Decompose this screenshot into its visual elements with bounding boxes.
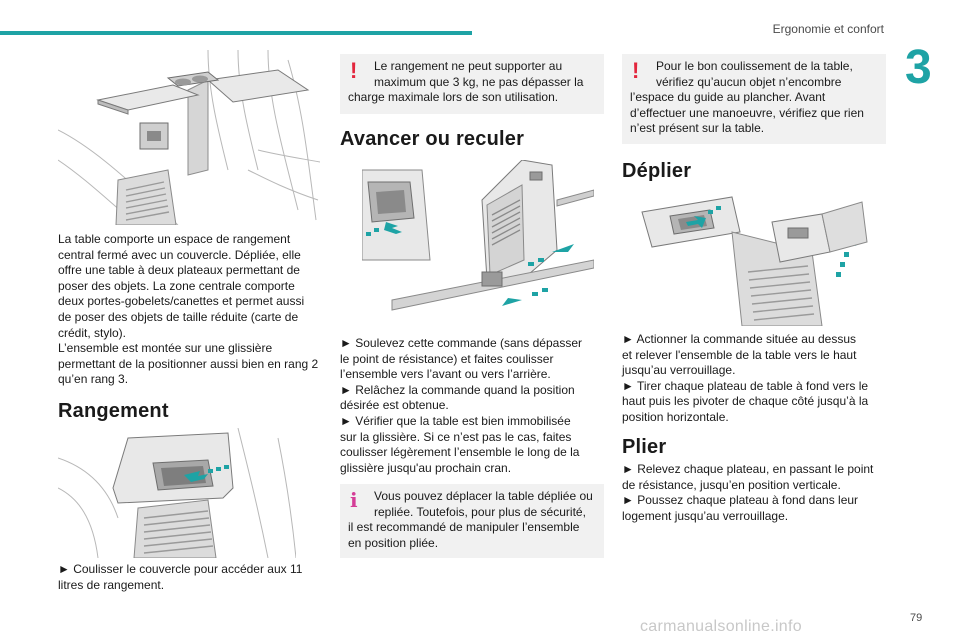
text-line: La table comporte un espace de rangement <box>58 232 291 246</box>
text-line: Vous pouvez déplacer la table dépliée ou <box>374 489 593 503</box>
text-line: ► Soulevez cette commande (sans dépasser <box>340 336 582 350</box>
text-line: glissière jusqu'au prochain cran. <box>340 460 512 475</box>
text-line: sur la glissière. Si ce n’est pas le cas… <box>340 429 572 444</box>
warning-box-load: ! Le rangement ne peut supporter au maxi… <box>340 54 604 114</box>
text-line: l’ensemble vers l’avant ou vers l’arrièr… <box>340 367 551 382</box>
text-line: charge maximale lors de son utilisation. <box>348 90 559 105</box>
text-line: ► Coulisser le couvercle pour accéder au… <box>58 562 303 576</box>
text-line: le point de résistance) et faites coulis… <box>340 351 554 366</box>
heading-rangement: Rangement <box>58 400 169 422</box>
text-line: ► Actionner la commande située au dessus <box>622 332 857 346</box>
text-line: jusqu’au verrouillage. <box>622 363 736 378</box>
warning-icon: ! <box>350 58 358 83</box>
text-line: maximum que 3 kg, ne pas dépasser la <box>374 74 584 89</box>
text-line: ► Relevez chaque plateau, en passant le … <box>622 462 874 476</box>
warning-box-slide: ! Pour le bon coulissement de la table, … <box>622 54 886 144</box>
text-line: poser des objets. La zone centrale compo… <box>58 278 295 293</box>
text-line: désirée est obtenue. <box>340 398 449 413</box>
text-line: vérifiez qu’aucun objet n’encombre <box>656 74 842 89</box>
text-line: permettant de la positionner aussi bien … <box>58 356 319 371</box>
text-line: Le rangement ne peut supporter au <box>374 59 563 73</box>
text-line: il est recommandé de manipuler l’ensembl… <box>348 520 580 535</box>
avancer-steps: ► Soulevez cette commande (sans dépasser… <box>340 336 610 476</box>
section-title: Ergonomie et confort <box>772 22 884 36</box>
table-unfolded-illustration <box>58 50 320 225</box>
info-icon: i <box>350 488 358 512</box>
text-line: logement jusqu’au verrouillage. <box>622 508 789 523</box>
header-accent-bar <box>0 31 472 35</box>
slide-control-illustration <box>362 160 594 332</box>
text-line: L’ensemble est montée sur une glissière <box>58 341 273 356</box>
page-number: 79 <box>910 612 923 624</box>
storage-illustration <box>58 428 296 558</box>
text-line: offre une table à deux plateaux permetta… <box>58 263 300 278</box>
unfold-illustration <box>622 192 884 326</box>
text-line: haut puis les pivoter de chaque côté jus… <box>622 394 869 409</box>
text-line: de poser des objets de taille réduite (c… <box>58 309 299 324</box>
text-line: ► Relâchez la commande quand la position <box>340 382 575 397</box>
text-line: Avant d’effectuer une manoeuvre, vérifie… <box>630 90 841 120</box>
info-box-move: i Vous pouvez déplacer la table dépliée … <box>340 484 604 558</box>
text-line: de résistance, jusqu’en position vertica… <box>622 477 841 492</box>
text-line: et relever l'ensemble de la table vers l… <box>622 347 857 362</box>
text-line: rien n’est présent sur la table. <box>630 105 864 136</box>
text-line: ► Vérifier que la table est bien immobil… <box>340 413 571 428</box>
rangement-steps: ► Coulisser le couvercle pour accéder au… <box>58 562 328 593</box>
text-line: deux portes-gobelets/canettes et permet … <box>58 294 305 309</box>
text-line: ► Tirer chaque plateau de table à fond v… <box>622 378 869 393</box>
plier-steps: ► Relevez chaque plateau, en passant le … <box>622 462 892 524</box>
watermark: carmanualsonline.info <box>640 618 802 635</box>
text-line: repliée. Toutefois, pour plus de sécurit… <box>374 504 586 519</box>
deplier-steps: ► Actionner la commande située au dessus… <box>622 332 892 426</box>
intro-paragraph: La table comporte un espace de rangement… <box>58 232 328 388</box>
text-line: l’espace du guide au plancher. <box>630 90 793 105</box>
warning-icon: ! <box>632 58 640 83</box>
text-line: position horizontale. <box>622 409 729 424</box>
text-line: coulisser légèrement l’ensemble le long … <box>340 445 580 460</box>
text-line: qu’en rang 3. <box>58 372 129 387</box>
heading-plier: Plier <box>622 436 667 458</box>
text-line: Pour le bon coulissement de la table, <box>656 59 853 73</box>
text-line: central fermé avec un couvercle. Dépliée… <box>58 247 301 262</box>
text-line: litres de rangement. <box>58 577 165 592</box>
heading-avancer-reculer: Avancer ou reculer <box>340 128 525 150</box>
text-line: crédit, stylo). <box>58 325 127 340</box>
heading-deplier: Déplier <box>622 160 692 182</box>
text-line: en position pliée. <box>348 535 439 550</box>
chapter-number: 3 <box>905 41 932 94</box>
text-line: ► Poussez chaque plateau à fond dans leu… <box>622 493 859 508</box>
